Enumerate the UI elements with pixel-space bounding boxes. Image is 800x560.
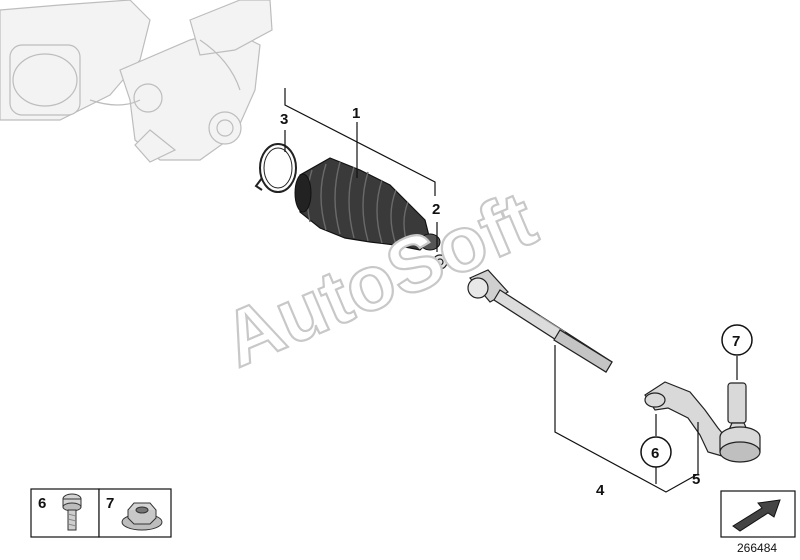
callout-3: 3 (280, 111, 288, 128)
callout-leader-lines (284, 88, 738, 493)
callout-5: 5 (692, 471, 700, 488)
legend-number-7: 7 (106, 495, 114, 512)
clamp-part (254, 143, 297, 193)
steering-rack-housing-ghost (0, 0, 273, 163)
callout-2: 2 (432, 201, 440, 218)
callout-circles (640, 324, 753, 468)
callout-4: 4 (596, 482, 605, 499)
direction-arrow-icon (732, 499, 781, 532)
flange-nut-icon (121, 502, 163, 531)
screw-icon (62, 493, 82, 531)
callout-7: 7 (732, 333, 740, 350)
tie-rod-part (467, 269, 613, 373)
tie-rod-end-part (644, 381, 761, 463)
callout-6: 6 (651, 445, 659, 462)
legend-number-6: 6 (38, 495, 46, 512)
small-clip-part (432, 254, 448, 270)
diagram-id: 266484 (737, 541, 777, 555)
bellows-boot-part (294, 157, 441, 251)
callout-1: 1 (352, 105, 360, 122)
